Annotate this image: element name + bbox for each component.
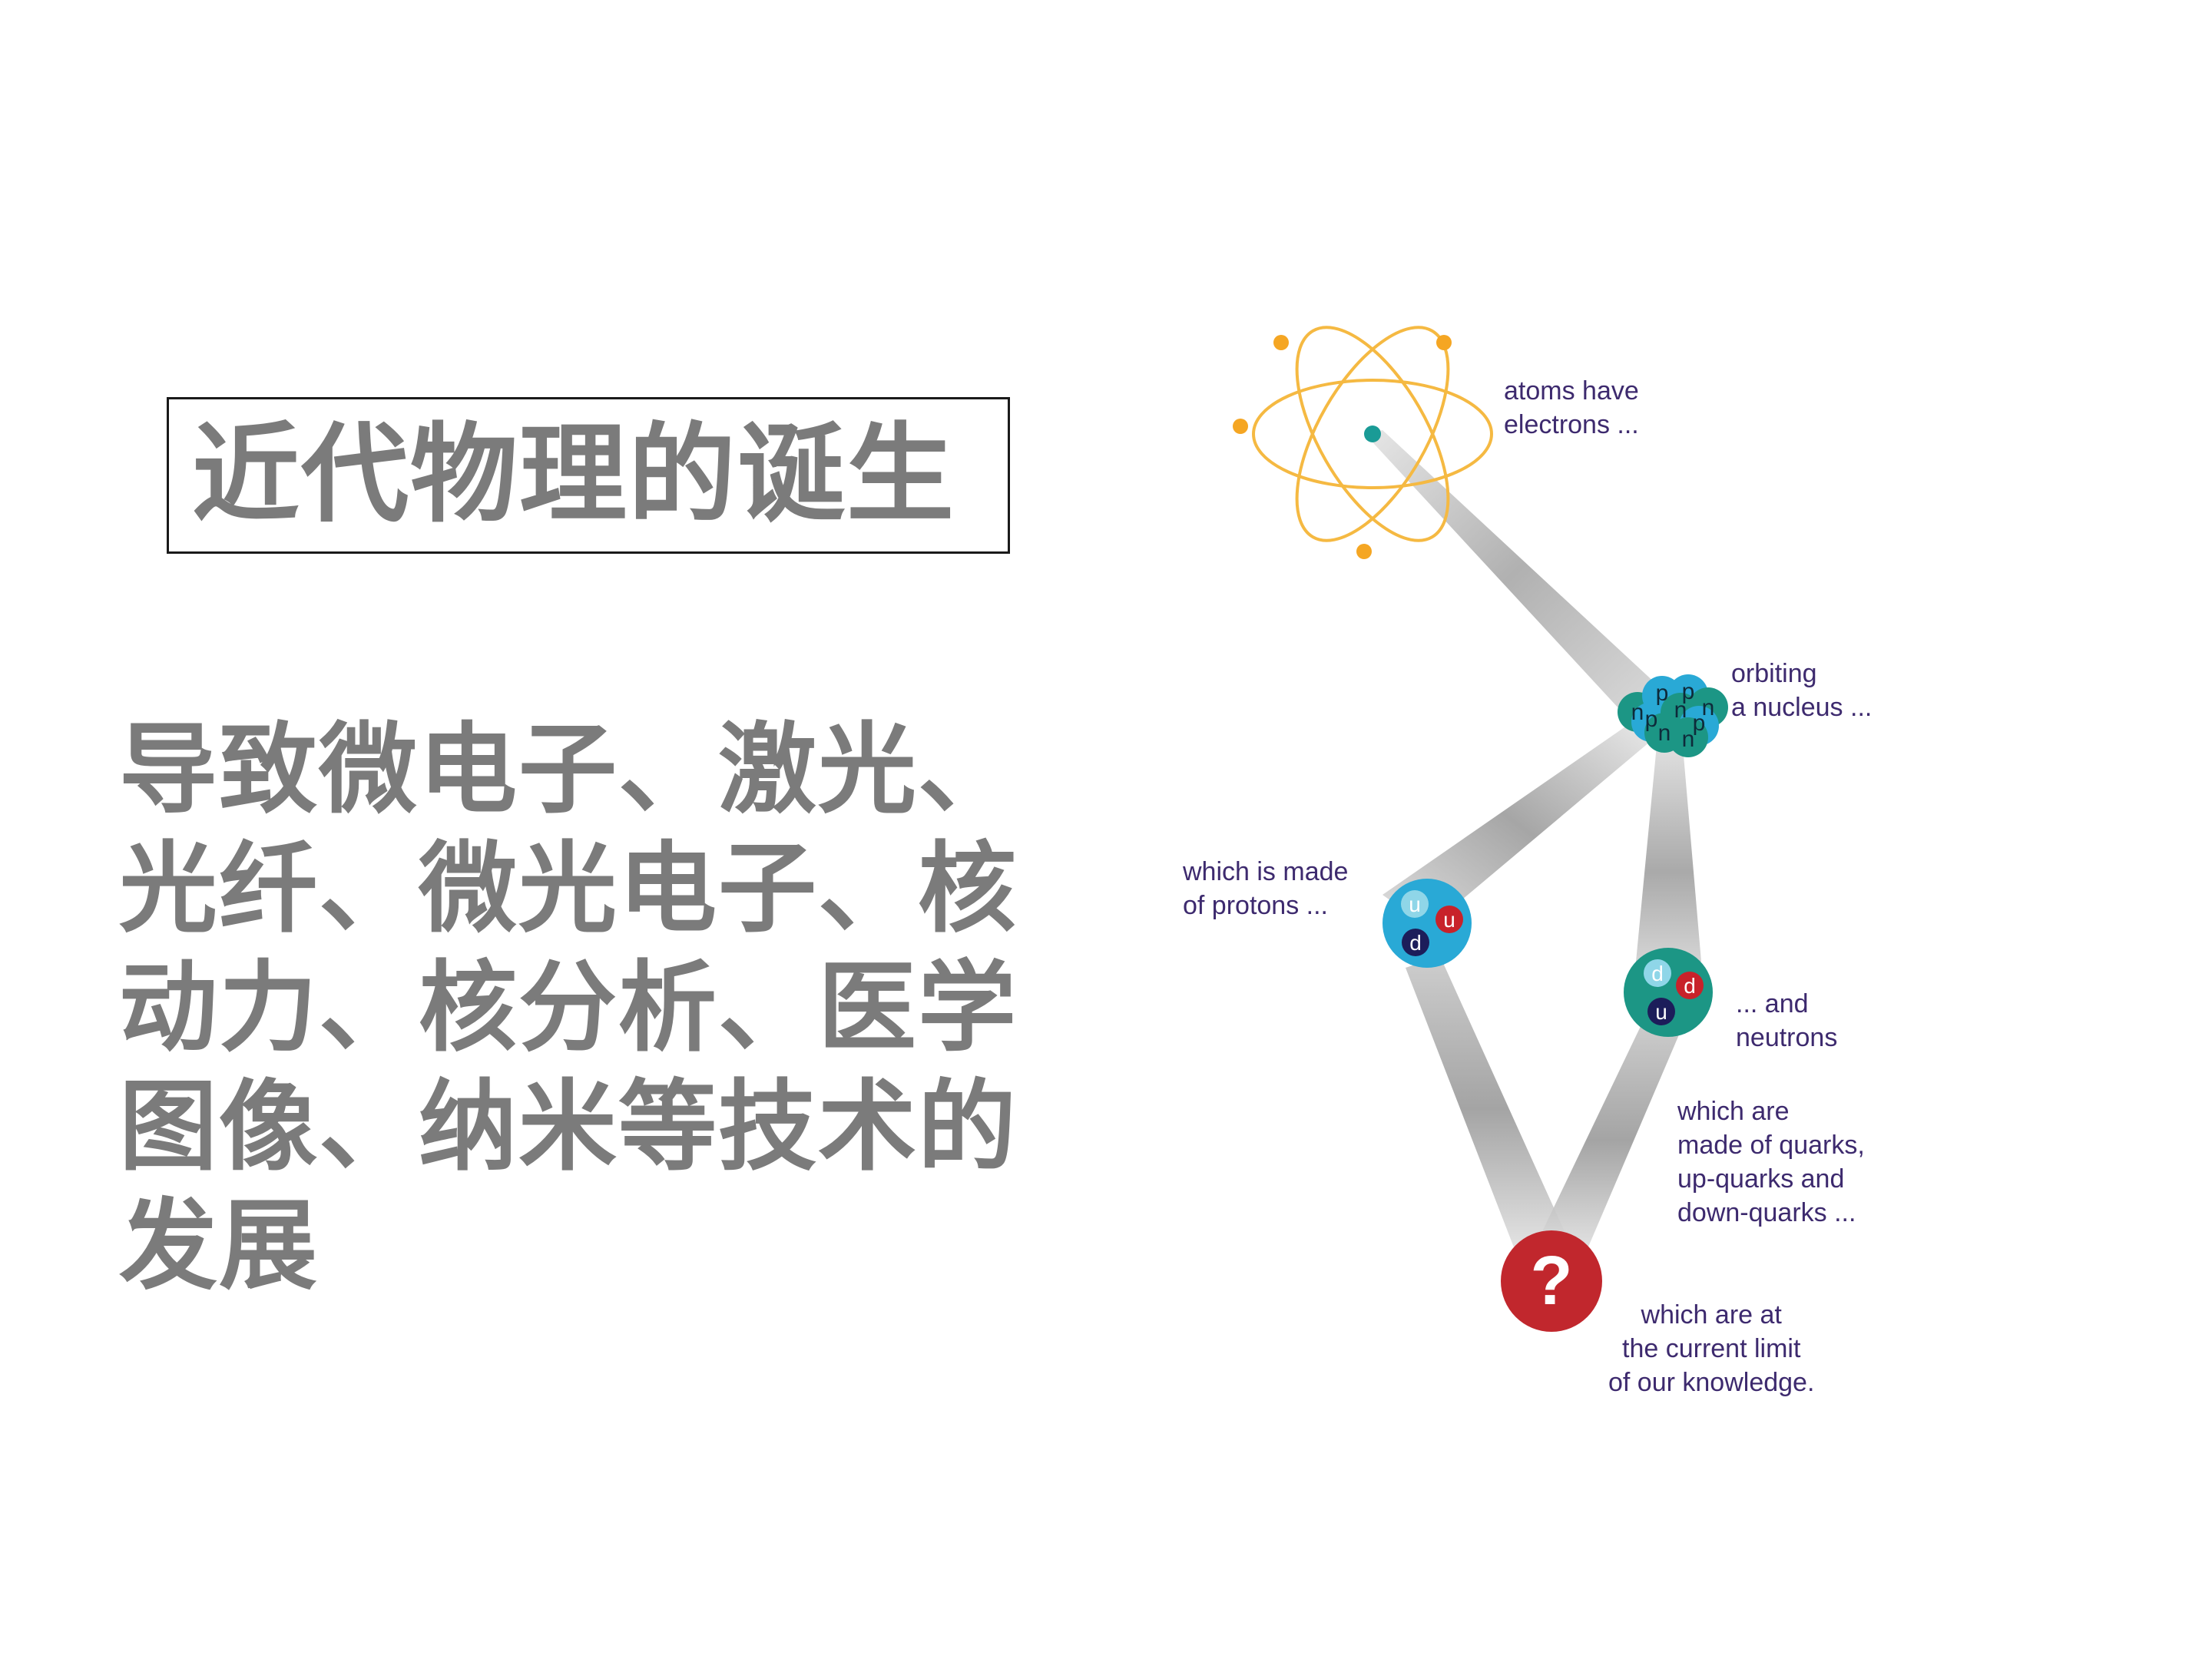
unknown-particle: ? — [1501, 1230, 1602, 1332]
diagram-graphics: n p p n p n p n n u u d d d — [1233, 326, 1728, 1332]
quark-label: d — [1684, 974, 1696, 998]
quark-label: d — [1651, 962, 1664, 985]
label-quarks: which are made of quarks, up-quarks and … — [1677, 1097, 1865, 1227]
quark-label: u — [1409, 892, 1421, 916]
quark-up — [1401, 890, 1429, 918]
quark-down — [1644, 959, 1671, 987]
nucleus-letter: p — [1693, 710, 1706, 736]
question-mark-icon: ? — [1531, 1243, 1573, 1320]
label-orbiting: orbiting a nucleus ... — [1731, 659, 1873, 722]
slide-title: 近代物理的诞生 — [192, 412, 956, 538]
proton-ball: u u d — [1382, 879, 1472, 968]
label-protons: which is made of protons ... — [1183, 857, 1349, 920]
quark-up — [1435, 906, 1463, 933]
orbit-ring — [1252, 379, 1493, 489]
beam-neutron-to-unknown — [1536, 1020, 1682, 1261]
quark-label: u — [1443, 908, 1455, 932]
beam-nucleus-to-neutron — [1636, 737, 1701, 962]
quark-label: d — [1409, 931, 1422, 955]
nucleus-letter: p — [1682, 679, 1695, 704]
neutron-ball: d d u — [1624, 948, 1713, 1037]
label-limit: which are at the current limit of our kn… — [1608, 1300, 1815, 1397]
beam-nucleus-to-proton — [1382, 722, 1655, 928]
nucleus-letter: p — [1645, 707, 1658, 732]
quark-up — [1647, 998, 1675, 1025]
quark-down — [1402, 929, 1429, 956]
title-box: 近代物理的诞生 — [167, 397, 1010, 554]
beam-proton-to-unknown — [1406, 956, 1567, 1261]
atom-nucleus-dot — [1364, 426, 1381, 442]
orbit-ring — [1295, 326, 1450, 542]
nucleus-letter: p — [1656, 680, 1669, 706]
body-text: 导致微电子、激光、光纤、微光电子、核动力、核分析、医学图像、纳米等技术的发展 — [119, 713, 1018, 1303]
electron-dot — [1436, 335, 1452, 350]
nucleus-letter: n — [1658, 720, 1671, 746]
label-atoms: atoms have electrons ... — [1504, 376, 1639, 439]
electron-dot — [1356, 544, 1372, 559]
nucleus-letter: n — [1631, 700, 1644, 725]
quark-label: u — [1655, 1000, 1667, 1024]
quark-down — [1676, 972, 1704, 999]
electron-dot — [1273, 335, 1289, 350]
electron-dot — [1233, 419, 1248, 434]
orbit-ring — [1295, 326, 1450, 542]
atom-icon — [1252, 326, 1493, 542]
nucleus-letter: n — [1702, 695, 1715, 720]
nucleus-letter: n — [1682, 727, 1695, 752]
label-neutrons: ... and neutrons — [1736, 989, 1838, 1052]
atom-structure-diagram: n p p n p n p n n u u d d d — [1152, 292, 1920, 1429]
beam-atom-to-nucleus — [1366, 430, 1668, 710]
nucleus-letter: n — [1674, 697, 1687, 723]
nucleus-cluster: n p p n p n p n n — [1618, 674, 1728, 757]
